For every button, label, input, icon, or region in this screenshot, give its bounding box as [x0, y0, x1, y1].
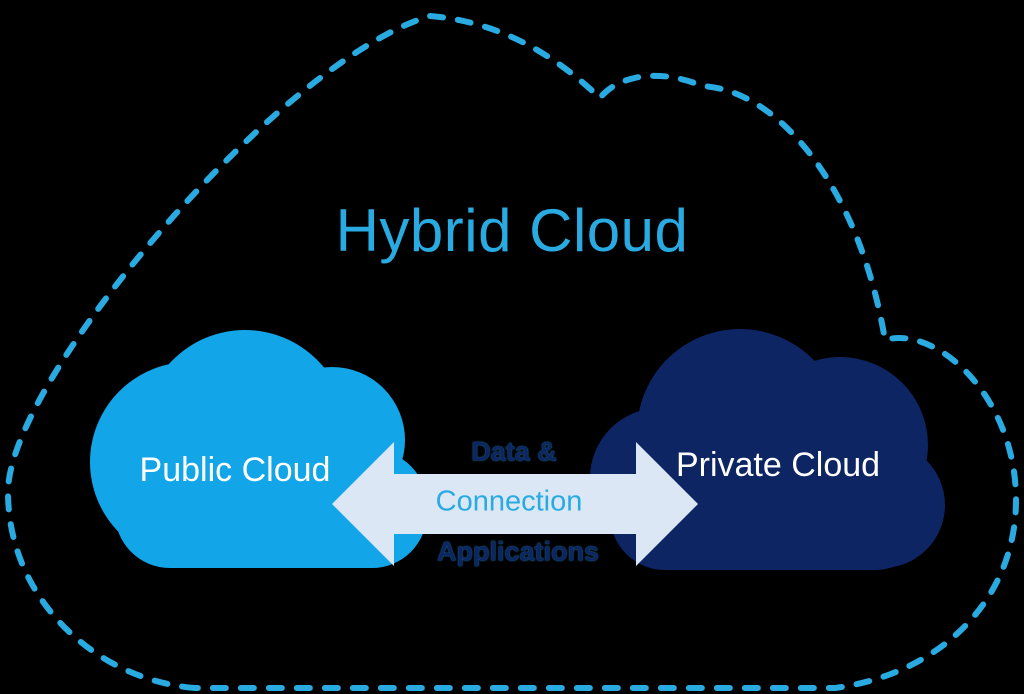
private-cloud-label: Private Cloud: [675, 446, 881, 484]
connection-label-data: Data &: [471, 436, 557, 467]
hybrid-cloud-outline: [5, 13, 1019, 691]
diagram-title: Hybrid Cloud: [335, 197, 689, 264]
private-cloud-shape: [590, 329, 945, 570]
connection-label-applications: Applications: [436, 536, 600, 567]
public-cloud-label: Public Cloud: [139, 451, 331, 489]
cloud-body: [610, 450, 930, 570]
bidirectional-arrow-icon: [332, 442, 698, 566]
connection-label-connection: Connection: [435, 485, 583, 518]
cloud-body: [115, 450, 427, 568]
public-cloud-shape: [90, 330, 427, 568]
